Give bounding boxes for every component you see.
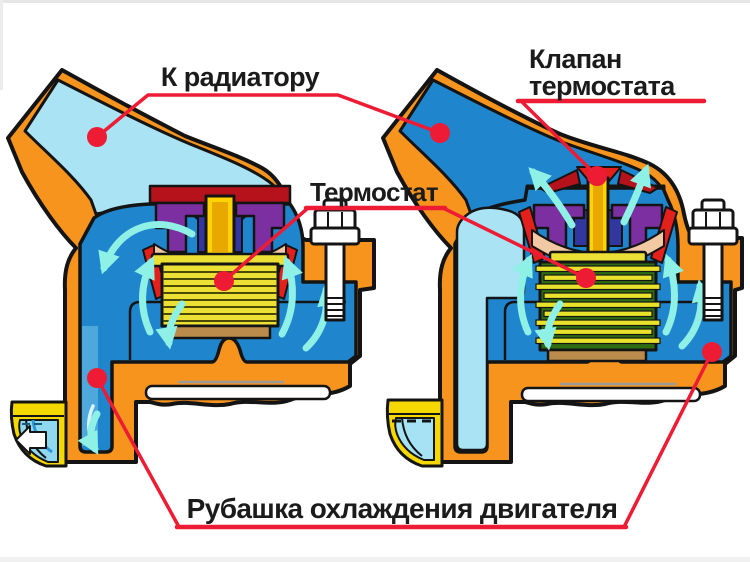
callout-line-jacket-left: [95, 376, 181, 529]
callout-line-valve: [519, 99, 599, 178]
callout-line-to-radiator: [95, 93, 442, 139]
label-thermostat-valve-line1: Клапан: [529, 44, 622, 74]
flow-arrow: [77, 410, 101, 455]
pump-flow-arrow-left: [15, 425, 47, 455]
flow-arrow: [98, 221, 196, 275]
label-to-radiator: К радиатору: [161, 62, 320, 92]
callout-line-thermostat-left: [222, 206, 310, 283]
callout-dot-thermostat-left: [214, 271, 234, 291]
flow-arrow: [512, 253, 533, 336]
flow-arrow: [155, 300, 186, 350]
flow-arrow: [620, 163, 651, 226]
water-pump-inlet-left: [9, 400, 68, 468]
thermostat-assembly-left: [142, 184, 298, 340]
flow-arrows-right: [512, 163, 714, 351]
callout-line-thermostat-right: [441, 206, 588, 280]
stem-core-left: [212, 202, 228, 252]
flow-arrow: [534, 300, 564, 351]
callout-dot-to-radiator-left: [87, 127, 107, 147]
callout-dot-thermostat-right: [576, 268, 596, 288]
bellows-base-left: [168, 324, 272, 340]
callout-dot-valve: [587, 166, 607, 186]
stem-core-right: [593, 184, 603, 252]
callout-dot-jacket-left: [87, 368, 107, 388]
flow-arrow: [662, 253, 684, 336]
gasket-slot-right: [520, 386, 702, 403]
gasket-slot-left: [144, 384, 332, 401]
water-pump-inlet-right: [385, 398, 444, 468]
flow-arrow: [278, 255, 303, 338]
callout-dot-jacket-right: [702, 342, 722, 362]
bellows-base-right: [546, 348, 648, 363]
label-thermostat-valve-line2: термостата: [529, 71, 676, 101]
flow-arrow: [678, 279, 714, 350]
bolt-left: [309, 198, 361, 322]
flow-arrow: [134, 255, 155, 336]
callout-dot-to-radiator-right: [430, 123, 450, 143]
diagram-left-thermostat-closed: [6, 68, 376, 468]
label-cooling-jacket: Рубашка охлаждения двигателя: [187, 493, 618, 524]
bellows-ridges-right: [535, 265, 661, 345]
bolt-right: [687, 198, 739, 322]
flow-arrow: [528, 167, 576, 229]
jacket-contour-right: [503, 300, 721, 360]
callouts: К радиатору Клапан термостата Термостат …: [87, 44, 722, 530]
label-thermostat: Термостат: [310, 177, 439, 207]
pipe-to-radiator-right: [398, 78, 676, 248]
callout-line-jacket-right: [622, 350, 714, 529]
